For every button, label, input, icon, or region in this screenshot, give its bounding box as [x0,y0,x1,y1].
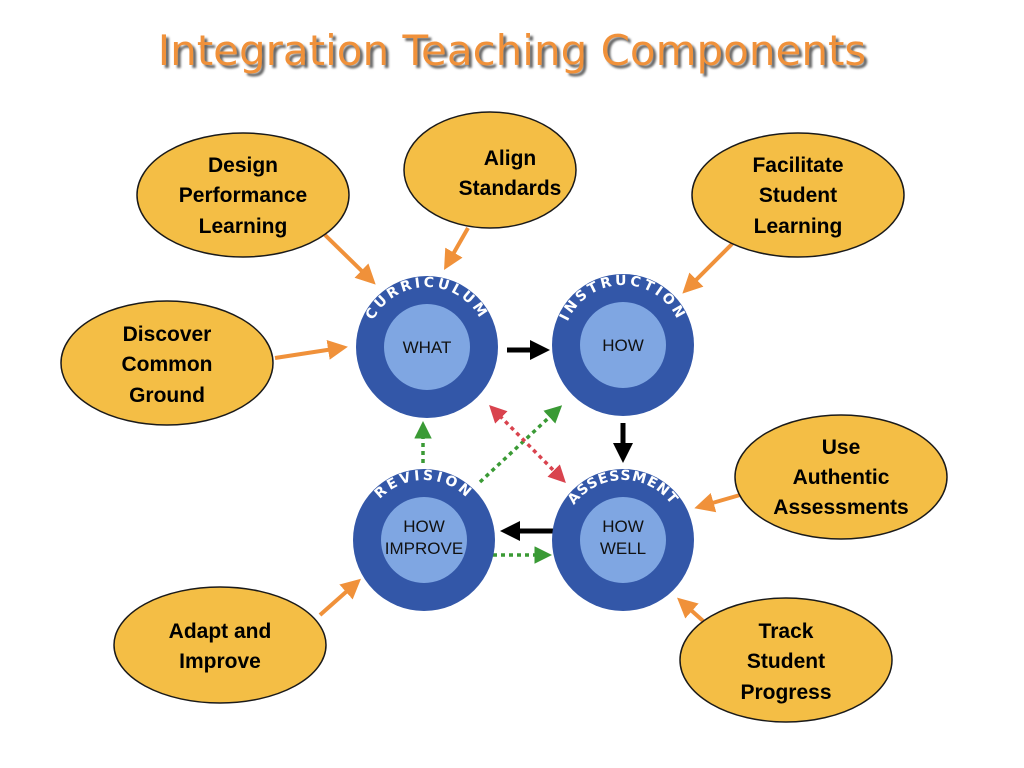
svg-text:Standards: Standards [459,177,562,200]
svg-text:Progress: Progress [740,681,831,704]
connector-arrows [274,227,741,647]
svg-text:Adapt and: Adapt and [169,620,272,643]
svg-text:Use: Use [822,436,861,459]
arrow-curriculum-assessment [489,405,566,483]
assessment-question-line2: WELL [600,539,646,558]
svg-text:Authentic: Authentic [793,466,890,489]
node-instruction: INSTRUCTION HOW [552,273,694,416]
revision-question-line2: IMPROVE [385,539,463,558]
arrow-revision-to-instruction [478,405,563,484]
curriculum-question: WHAT [403,338,452,357]
instruction-question: HOW [602,336,644,355]
bubble-design: Design Performance Learning [136,132,350,258]
svg-text:Student: Student [747,650,825,673]
diagram-title: Integration Teaching Components [157,26,867,75]
svg-text:Performance: Performance [179,184,307,207]
bubble-facilitate: Facilitate Student Learning [691,132,905,258]
bubble-adapt: Adapt and Improve [113,586,327,704]
revision-question-line1: HOW [403,517,445,536]
svg-text:Improve: Improve [179,650,261,673]
node-curriculum: CURRICULUM WHAT [356,275,498,418]
arrow-design-to-curriculum [323,233,376,285]
arrow-adapt-to-revision [318,578,361,617]
svg-text:Discover: Discover [123,323,212,346]
bubble-discover: Discover Common Ground [60,300,274,426]
node-assessment: ASSESSMENT HOW WELL [552,468,694,611]
svg-text:Design: Design [208,154,278,177]
svg-text:Common: Common [122,353,213,376]
assessment-question-line1: HOW [602,517,644,536]
arrow-facilitate-to-instruction [682,241,735,294]
node-revision: REVISION HOW IMPROVE [353,468,495,611]
bubble-authentic: Use Authentic Assessments [734,414,948,540]
svg-text:Track: Track [759,620,814,643]
arrow-align-to-curriculum [444,227,470,270]
svg-text:Align: Align [484,147,537,170]
svg-text:Facilitate: Facilitate [752,154,843,177]
svg-text:Assessments: Assessments [773,496,908,519]
svg-text:Learning: Learning [199,215,288,238]
cycle-arrows [414,340,633,564]
arrow-discover-to-curriculum [274,339,348,360]
svg-text:Learning: Learning [754,215,843,238]
arrow-authentic-to-assessment [694,493,741,513]
svg-text:Student: Student [759,184,837,207]
svg-text:Ground: Ground [129,384,205,407]
bubble-align: Align Standards [403,111,577,229]
bubble-track: Track Student Progress [679,597,893,723]
